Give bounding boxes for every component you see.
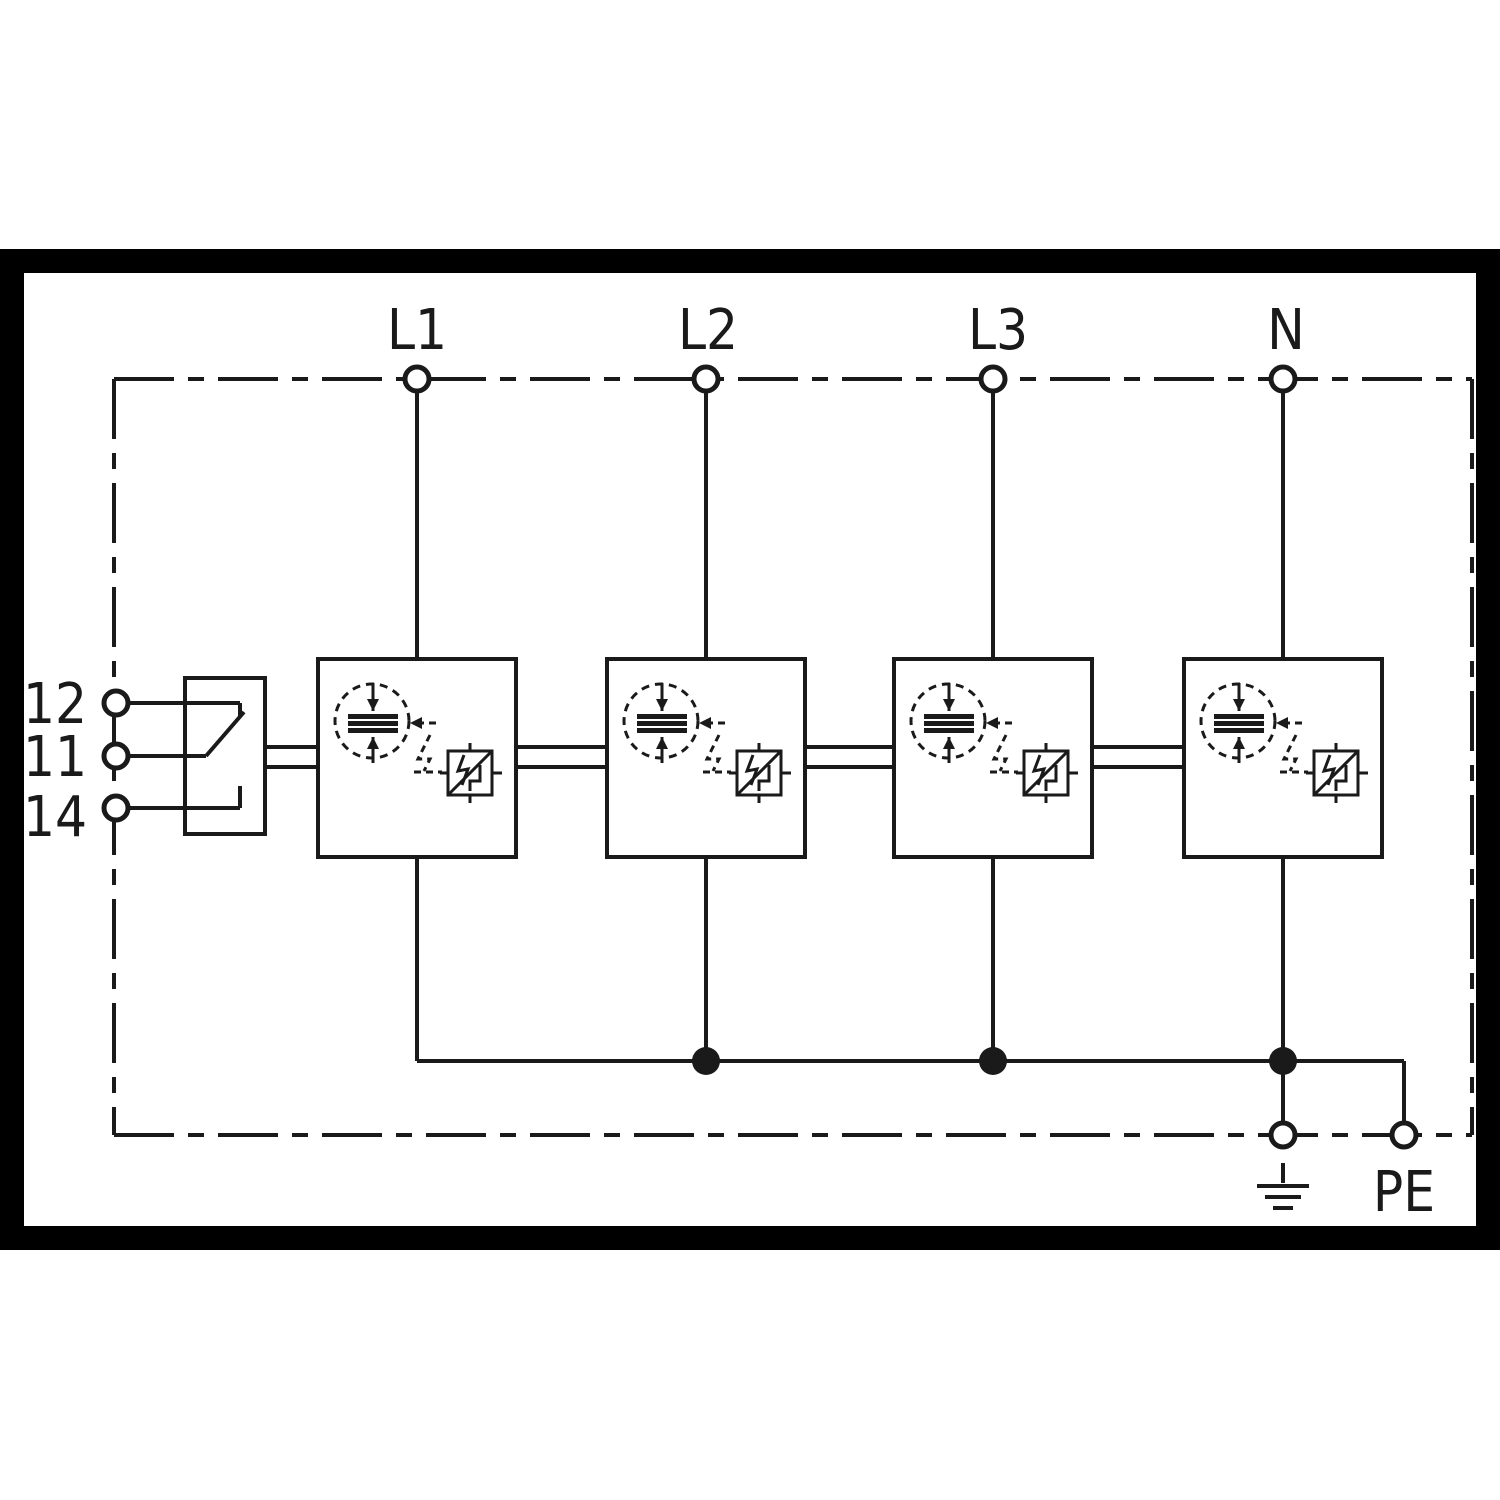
earth-icon: [1257, 1163, 1309, 1210]
label-12: 12: [23, 672, 87, 737]
junction-dot: [692, 1047, 720, 1075]
phase-wires: [415, 379, 1285, 659]
terminal-l1: [402, 364, 432, 394]
terminal-12: [101, 688, 131, 718]
protection-module-n: [1182, 657, 1384, 859]
label-l2: L2: [678, 298, 738, 363]
terminal-11: [101, 741, 131, 771]
terminal-14: [101, 793, 131, 823]
junction-dot: [1269, 1047, 1297, 1075]
junction-dot: [979, 1047, 1007, 1075]
protection-module-l3: [892, 657, 1094, 859]
terminal-pe: [1389, 1120, 1419, 1150]
label-l1: L1: [387, 298, 447, 363]
terminal-n: [1268, 364, 1298, 394]
protection-module-l1: [316, 657, 518, 859]
outer-frame: [0, 249, 1500, 1250]
protection-module-l2: [605, 657, 807, 859]
label-l3: L3: [968, 298, 1028, 363]
terminal-earth: [1268, 1120, 1298, 1150]
earth-wires: [415, 857, 1406, 1135]
label-pe: PE: [1373, 1160, 1435, 1225]
terminal-l2: [691, 364, 721, 394]
terminal-l3: [978, 364, 1008, 394]
label-n: N: [1267, 298, 1305, 363]
device-enclosure: [112, 377, 1474, 1137]
label-11: 11: [23, 725, 87, 790]
remote-signal-contact: [116, 676, 267, 836]
label-14: 14: [23, 785, 87, 850]
